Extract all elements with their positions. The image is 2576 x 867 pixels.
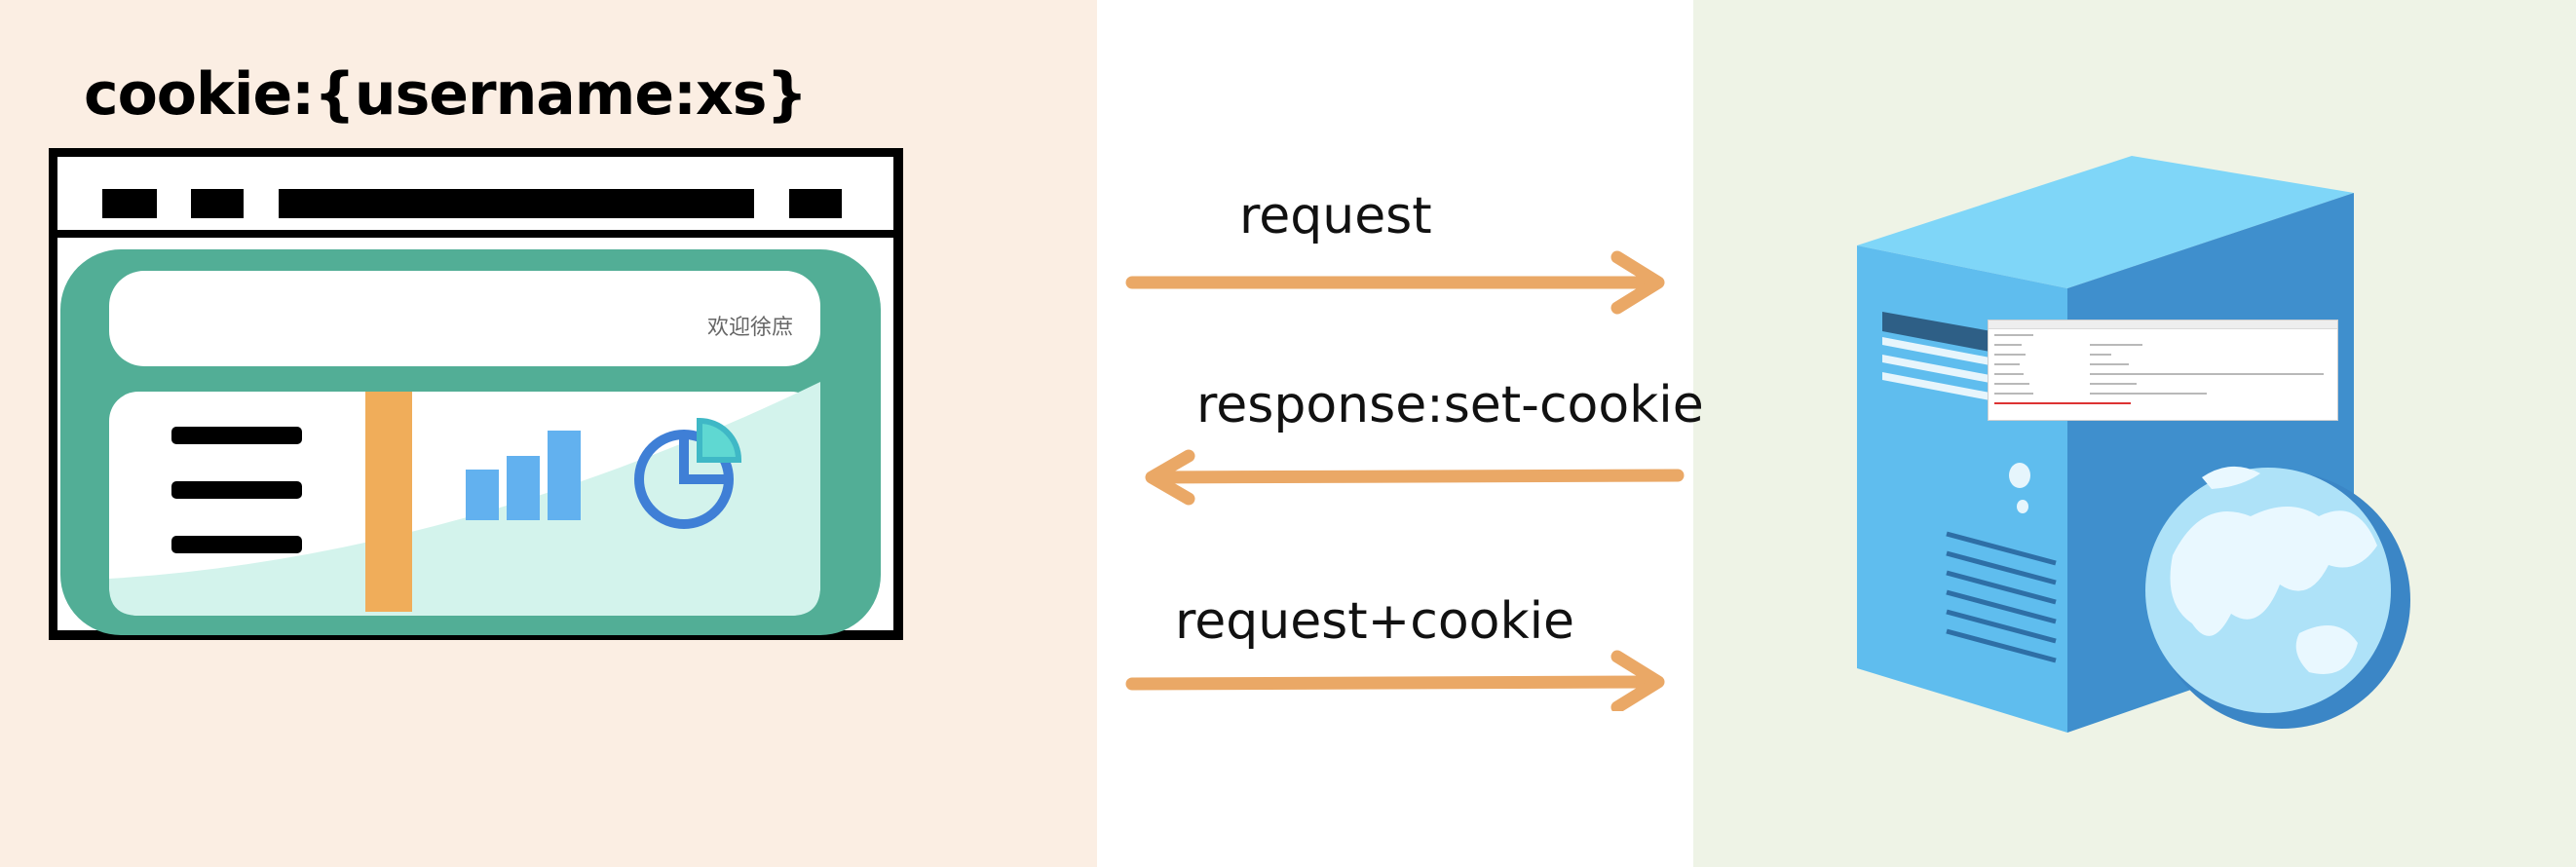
tab-block-3 bbox=[789, 189, 842, 218]
arrows-group bbox=[1125, 250, 1685, 711]
arrow-left-icon bbox=[1145, 449, 1685, 506]
arrow-label-request: request bbox=[1239, 187, 1432, 245]
devtools-screenshot bbox=[1988, 320, 2338, 421]
welcome-text: 欢迎徐庶 bbox=[707, 316, 794, 340]
arrow-right-icon bbox=[1125, 250, 1665, 315]
browser-window-icon bbox=[49, 148, 903, 640]
arrow-label-response: response:set-cookie bbox=[1196, 376, 1704, 434]
menu-lines-icon bbox=[171, 427, 302, 553]
page-header-area bbox=[109, 271, 820, 366]
cookie-label: cookie:{username:xs} bbox=[84, 60, 808, 129]
tab-block-2 bbox=[191, 189, 244, 218]
arrow-right-icon bbox=[1125, 650, 1665, 711]
globe-icon bbox=[2145, 466, 2410, 729]
accent-bar bbox=[365, 392, 412, 612]
transport-panel bbox=[1097, 0, 1693, 867]
bar-chart-icon bbox=[466, 431, 581, 520]
arrow-label-request-cookie: request+cookie bbox=[1175, 592, 1575, 651]
server-icon bbox=[1857, 156, 2410, 733]
pie-chart-icon bbox=[634, 417, 742, 529]
tab-block-1 bbox=[102, 189, 157, 218]
address-bar-block bbox=[279, 189, 754, 218]
